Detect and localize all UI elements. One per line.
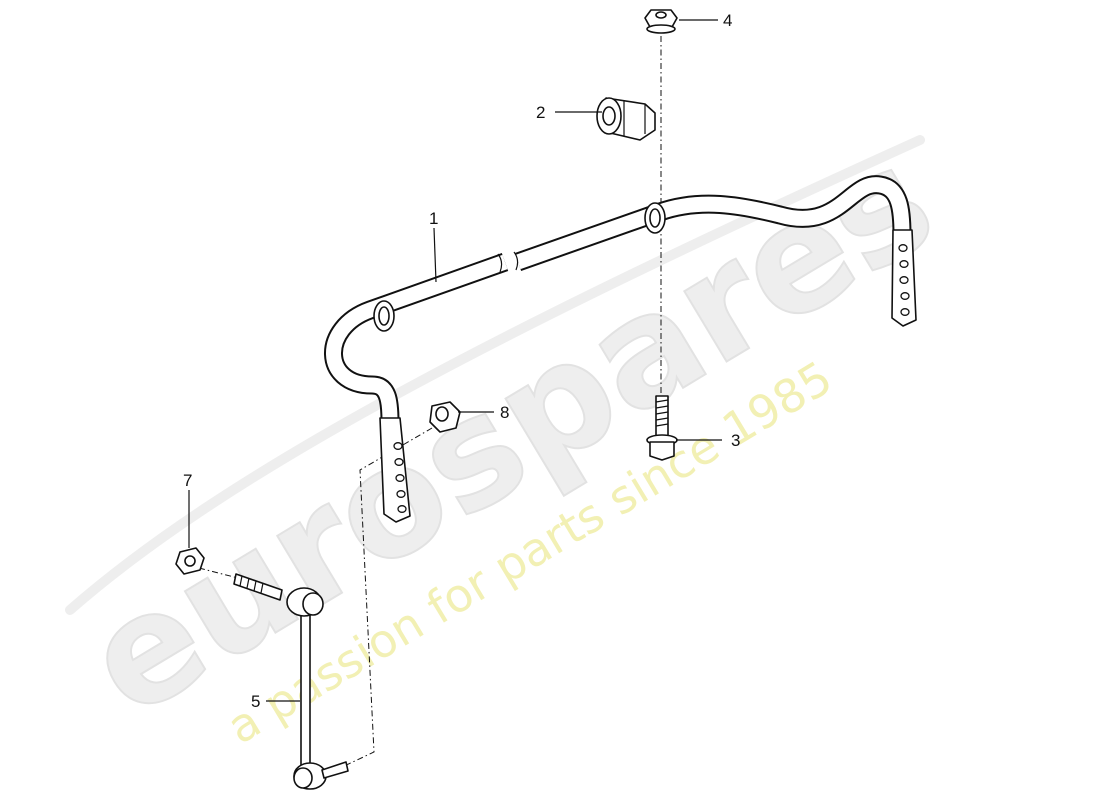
- right-end-plate-holes: [898, 244, 910, 316]
- bolt-head: [649, 441, 675, 461]
- callout-labels: 1 2 3 4 5 7 8: [183, 11, 740, 711]
- flange-nut-washer: [646, 24, 676, 34]
- stabilizer-bar-body-right-inner: [515, 177, 910, 270]
- callout-8: 8: [500, 403, 509, 422]
- leader-1: [433, 227, 437, 283]
- bushing-bore-inner: [602, 106, 616, 126]
- link-lower-cap: [293, 767, 313, 789]
- bar-bushing-right: [644, 202, 666, 234]
- watermark-swoosh: [65, 135, 925, 615]
- leader-lines: [188, 19, 722, 702]
- bushing-part: [596, 97, 656, 141]
- link-rod: [300, 607, 311, 769]
- callout-3: 3: [731, 431, 740, 450]
- link-upper-cap: [302, 592, 324, 616]
- coupling-link-part: [233, 573, 349, 790]
- flange-bolt-part: [646, 395, 678, 461]
- bar-bushing-left: [373, 300, 395, 332]
- flange-nut-hole: [655, 11, 667, 19]
- link-upper-thread: [239, 575, 264, 594]
- callout-4: 4: [723, 11, 732, 30]
- left-end-plate-holes: [393, 442, 407, 513]
- bar-break-mark: [497, 251, 519, 273]
- callout-5: 5: [251, 692, 260, 711]
- flange-nut-part: [644, 9, 678, 34]
- nut-7-part: [175, 547, 205, 575]
- callout-1: 1: [429, 209, 438, 228]
- bolt-thread: [655, 399, 669, 427]
- nut-7-hole: [184, 555, 196, 567]
- bushing-flange-line: [623, 100, 646, 136]
- stabilizer-bar-body-inner: [326, 254, 508, 430]
- link-upper-stud: [233, 573, 283, 601]
- nut-8-hole: [435, 406, 449, 422]
- stabilizer-bar: [324, 175, 917, 523]
- link-lower-stud: [321, 761, 349, 779]
- callout-7: 7: [183, 471, 192, 490]
- callout-2: 2: [536, 103, 545, 122]
- nut-8-part: [429, 401, 461, 433]
